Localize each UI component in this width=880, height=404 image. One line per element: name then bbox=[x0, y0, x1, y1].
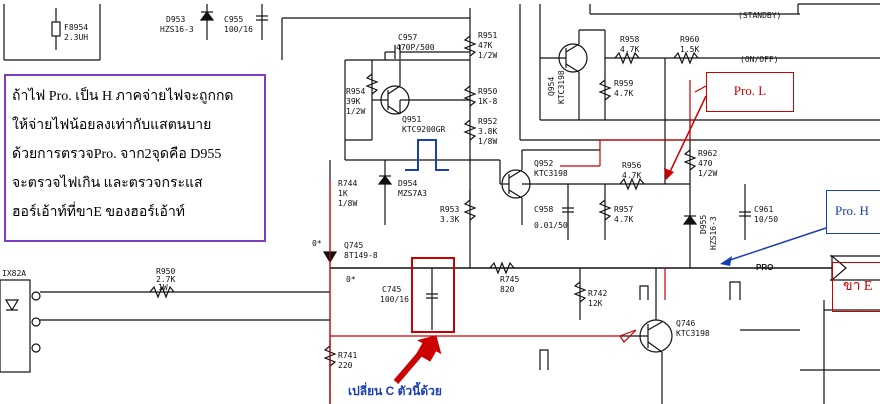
note-line-4: จะตรวจไฟเกิน และตรวจกระแส bbox=[12, 176, 203, 191]
label-r954-v2: 1/2W bbox=[346, 107, 365, 116]
label-r956-v: 4.7K bbox=[622, 171, 641, 180]
emitter-pin-callout: ขา E bbox=[832, 262, 880, 312]
label-c961-v: 10/50 bbox=[754, 215, 778, 224]
label-onoff: (ON/OFF) bbox=[740, 55, 779, 64]
label-r960-v: 1.5K bbox=[680, 45, 699, 54]
label-r958-v: 4.7K bbox=[620, 45, 639, 54]
label-q746-v: KTC3198 bbox=[676, 329, 710, 338]
label-c745-v: 100/16 bbox=[380, 295, 409, 304]
label-r745: R745 bbox=[500, 275, 519, 284]
label-f8954-v: 2.3UH bbox=[64, 33, 88, 42]
label-q954: Q954 bbox=[547, 77, 556, 96]
label-pro: PRO bbox=[756, 263, 773, 272]
label-r962-v2: 1/2W bbox=[698, 169, 717, 178]
label-r951-v1: 47K bbox=[478, 41, 493, 50]
label-c957-v: 470P/500 bbox=[396, 43, 435, 52]
label-r950b-v1: 2.7K bbox=[156, 275, 175, 284]
label-q745: Q745 bbox=[344, 241, 363, 250]
label-r954-v1: 39K bbox=[346, 97, 361, 106]
label-r958: R958 bbox=[620, 35, 639, 44]
label-zero-1: 0* bbox=[346, 275, 356, 284]
label-q954-v: KTC3198 bbox=[557, 70, 566, 104]
label-d955-v: HZS16-3 bbox=[709, 216, 718, 250]
label-r744-v2: 1/8W bbox=[338, 199, 357, 208]
label-r952: R952 bbox=[478, 117, 497, 126]
label-c958-v: 0.01/50 bbox=[534, 221, 568, 230]
label-r950: R950 bbox=[478, 87, 497, 96]
label-q951: Q951 bbox=[402, 115, 421, 124]
label-r952-v2: 1/8W bbox=[478, 137, 497, 146]
note-line-1: ถ้าไฟ Pro. เป็น H ภาคจ่ายไฟจะถูกกด bbox=[12, 89, 234, 104]
label-standby: (STANDBY) bbox=[738, 11, 781, 20]
label-ic: IX82A bbox=[2, 269, 26, 278]
label-r953: R953 bbox=[440, 205, 459, 214]
label-d953-v: HZS16-3 bbox=[160, 25, 194, 34]
note-line-5: ฮอร์เอ้าท์ที่ขาE ของฮอร์เอ้าท์ bbox=[12, 205, 186, 220]
label-q952-v: KTC3198 bbox=[534, 169, 568, 178]
label-r742-v: 12K bbox=[588, 299, 603, 308]
label-r959-v: 4.7K bbox=[614, 89, 633, 98]
label-r951: R951 bbox=[478, 31, 497, 40]
label-c957: C957 bbox=[398, 33, 417, 42]
label-c961: C961 bbox=[754, 205, 773, 214]
label-r960: R960 bbox=[680, 35, 699, 44]
label-r950b-v2: 1W bbox=[158, 283, 168, 292]
label-f8954: F8954 bbox=[64, 23, 88, 32]
label-d954-v: MZS7A3 bbox=[398, 189, 427, 198]
label-r957-v: 4.7K bbox=[614, 215, 633, 224]
label-r950b: R950 bbox=[156, 267, 175, 276]
label-r952-v1: 3.8K bbox=[478, 127, 497, 136]
label-r744-v1: 1K bbox=[338, 189, 348, 198]
label-r742: R742 bbox=[588, 289, 607, 298]
label-d955: D955 bbox=[699, 215, 708, 234]
pro-h-callout: Pro. H bbox=[826, 190, 880, 234]
label-r744: R744 bbox=[338, 179, 357, 188]
label-r956: R956 bbox=[622, 161, 641, 170]
label-r954: R954 bbox=[346, 87, 365, 96]
label-r950-v: 1K-8 bbox=[478, 97, 497, 106]
label-r741-v: 220 bbox=[338, 361, 353, 370]
label-r953-v: 3.3K bbox=[440, 215, 459, 224]
label-r745-v: 820 bbox=[500, 285, 515, 294]
label-d953: D953 bbox=[166, 15, 185, 24]
label-q952: Q952 bbox=[534, 159, 553, 168]
change-capacitor-caption: เปลี่ยน C ตัวนี้ด้วย bbox=[348, 384, 442, 398]
label-q951-v: KTC9200GR bbox=[402, 125, 446, 134]
label-d954: D954 bbox=[398, 179, 417, 188]
label-c955: C955 bbox=[224, 15, 243, 24]
label-r962: R962 bbox=[698, 149, 717, 158]
note-line-2: ให้จ่ายไฟน้อยลงเท่ากับแสตนบาย bbox=[12, 118, 212, 133]
label-r951-v2: 1/2W bbox=[478, 51, 497, 60]
label-r741: R741 bbox=[338, 351, 357, 360]
pro-l-callout: Pro. L bbox=[706, 72, 794, 112]
label-c958: C958 bbox=[534, 205, 553, 214]
label-r959: R959 bbox=[614, 79, 633, 88]
label-zero-2: 0* bbox=[312, 239, 322, 248]
label-q745-v: 8T149-8 bbox=[344, 251, 378, 260]
label-c745: C745 bbox=[382, 285, 401, 294]
note-line-3: ด้วยการตรวจPro. จาก2จุดคือ D955 bbox=[12, 147, 222, 162]
label-q746: Q746 bbox=[676, 319, 695, 328]
explanation-note: ถ้าไฟ Pro. เป็น H ภาคจ่ายไฟจะถูกกด ให้จ่… bbox=[4, 74, 266, 242]
label-r957: R957 bbox=[614, 205, 633, 214]
label-r962-v1: 470 bbox=[698, 159, 713, 168]
label-c955-v: 100/16 bbox=[224, 25, 253, 34]
